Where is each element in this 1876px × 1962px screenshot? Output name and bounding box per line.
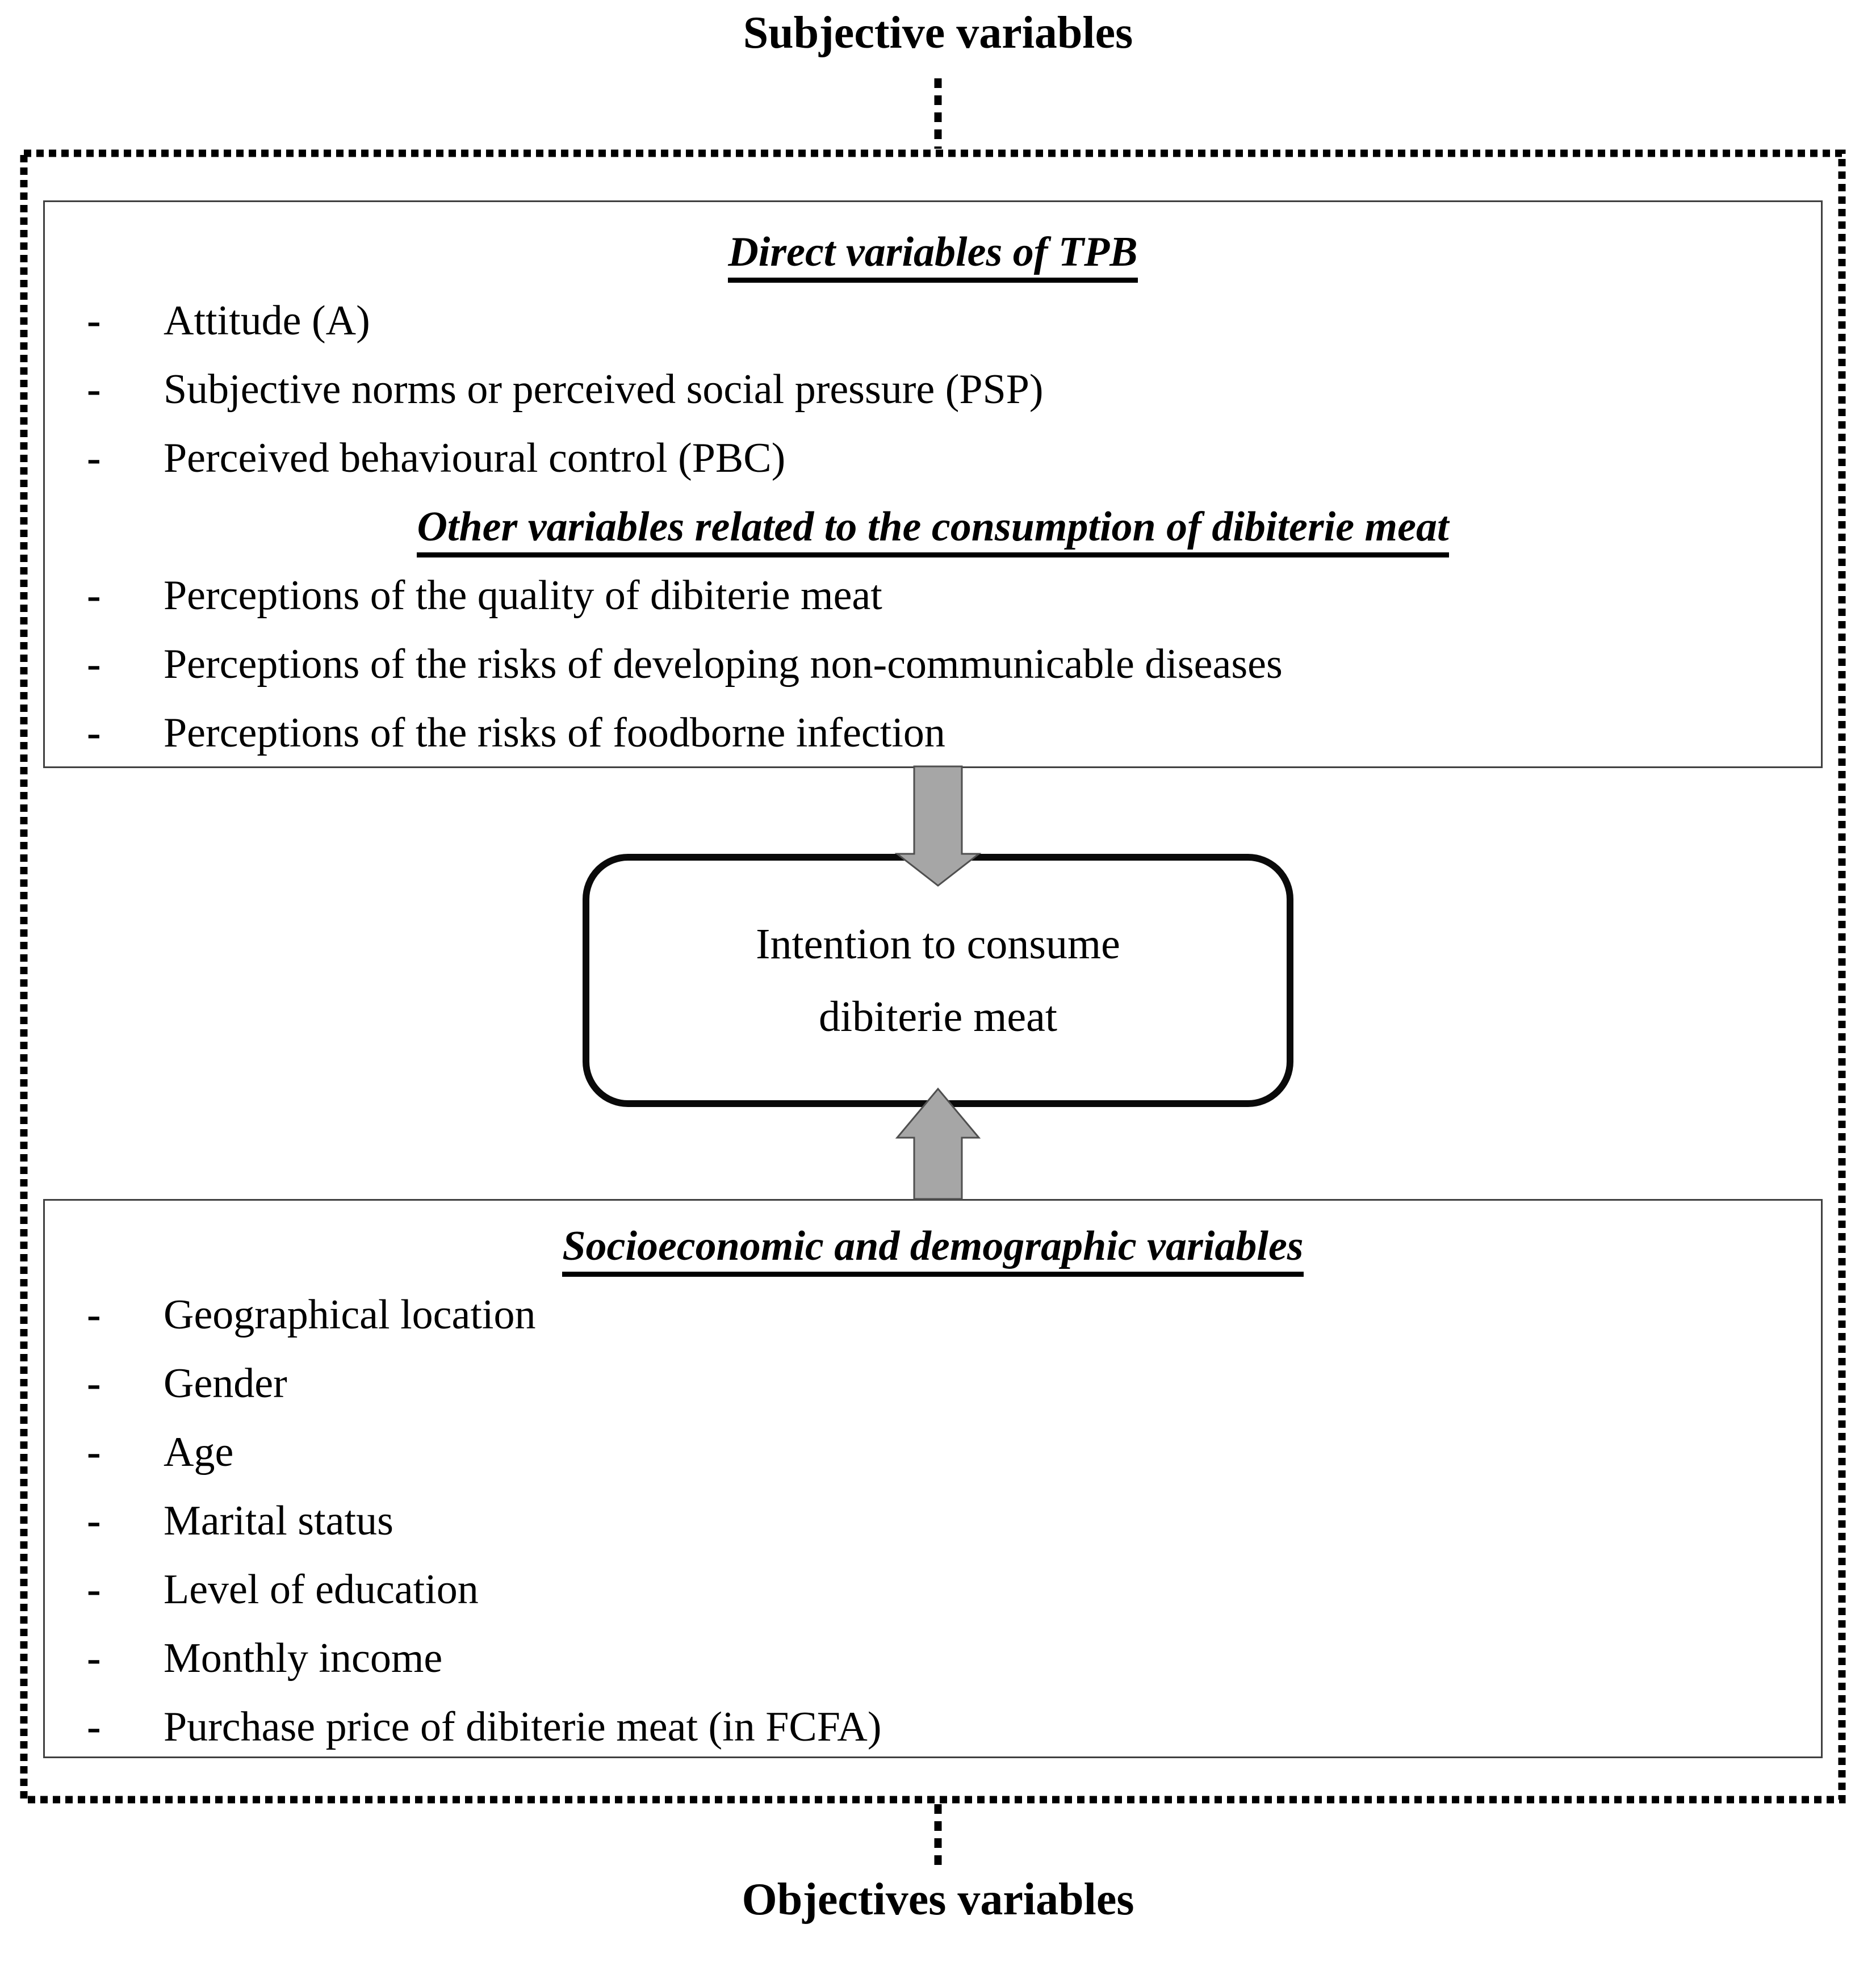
socioeconomic-variables-box: Socioeconomic and demographic variables … — [43, 1199, 1823, 1758]
list-item: - Subjective norms or perceived social p… — [45, 355, 1821, 424]
bullet-dash: - — [87, 1360, 101, 1407]
bullet-dash: - — [87, 366, 101, 413]
list-item: - Perceptions of the quality of dibiteri… — [45, 561, 1821, 630]
list-item-text: Monthly income — [164, 1635, 443, 1682]
list-item-text: Attitude (A) — [164, 297, 370, 344]
bullet-dash: - — [87, 1429, 101, 1475]
list-item: - Marital status — [45, 1487, 1821, 1556]
bullet-dash: - — [87, 435, 101, 481]
list-item-text: Age — [164, 1429, 234, 1475]
list-item: - Level of education — [45, 1556, 1821, 1624]
list-item-text: Perceived behavioural control (PBC) — [164, 435, 786, 481]
list-item: - Perceived behavioural control (PBC) — [45, 424, 1821, 493]
bullet-dash: - — [87, 1635, 101, 1682]
list-item: - Monthly income — [45, 1624, 1821, 1693]
list-item: - Age — [45, 1418, 1821, 1487]
list-item-text: Perceptions of the quality of dibiterie … — [164, 572, 882, 619]
list-item-text: Geographical location — [164, 1292, 536, 1338]
bullet-dash: - — [87, 710, 101, 756]
list-item-text: Subjective norms or perceived social pre… — [164, 366, 1044, 413]
subjective-variables-box: Direct variables of TPB - Attitude (A) -… — [43, 200, 1823, 768]
direct-variables-heading-text: Direct variables of TPB — [728, 229, 1138, 283]
other-variables-heading-text: Other variables related to the consumpti… — [417, 504, 1449, 557]
bullet-dash: - — [87, 1292, 101, 1338]
list-item: - Purchase price of dibiterie meat (in F… — [45, 1693, 1821, 1762]
list-item: - Geographical location — [45, 1281, 1821, 1349]
bullet-dash: - — [87, 1704, 101, 1750]
intention-box-line2: dibiterie meat — [819, 993, 1057, 1041]
list-item: - Perceptions of the risks of foodborne … — [45, 699, 1821, 768]
other-variables-heading: Other variables related to the consumpti… — [45, 493, 1821, 561]
list-item-text: Perceptions of the risks of developing n… — [164, 641, 1283, 687]
subjective-variables-label: Subjective variables — [743, 8, 1133, 58]
socioeconomic-heading: Socioeconomic and demographic variables — [45, 1212, 1821, 1281]
list-item: - Gender — [45, 1349, 1821, 1418]
list-item-text: Perceptions of the risks of foodborne in… — [164, 710, 945, 756]
bullet-dash: - — [87, 1566, 101, 1613]
bullet-dash: - — [87, 1498, 101, 1544]
socioeconomic-heading-text: Socioeconomic and demographic variables — [562, 1223, 1304, 1277]
intention-box-line1: Intention to consume — [756, 920, 1120, 968]
objectives-variables-label: Objectives variables — [742, 1875, 1134, 1925]
bullet-dash: - — [87, 641, 101, 687]
list-item-text: Purchase price of dibiterie meat (in FCF… — [164, 1704, 882, 1750]
list-item: - Attitude (A) — [45, 287, 1821, 355]
list-item-text: Level of education — [164, 1566, 479, 1613]
direct-variables-heading: Direct variables of TPB — [45, 218, 1821, 287]
list-item-text: Marital status — [164, 1498, 393, 1544]
list-item: - Perceptions of the risks of developing… — [45, 630, 1821, 699]
intention-box: Intention to consume dibiterie meat — [583, 854, 1293, 1107]
list-item-text: Gender — [164, 1360, 287, 1407]
bullet-dash: - — [87, 572, 101, 619]
bullet-dash: - — [87, 297, 101, 344]
